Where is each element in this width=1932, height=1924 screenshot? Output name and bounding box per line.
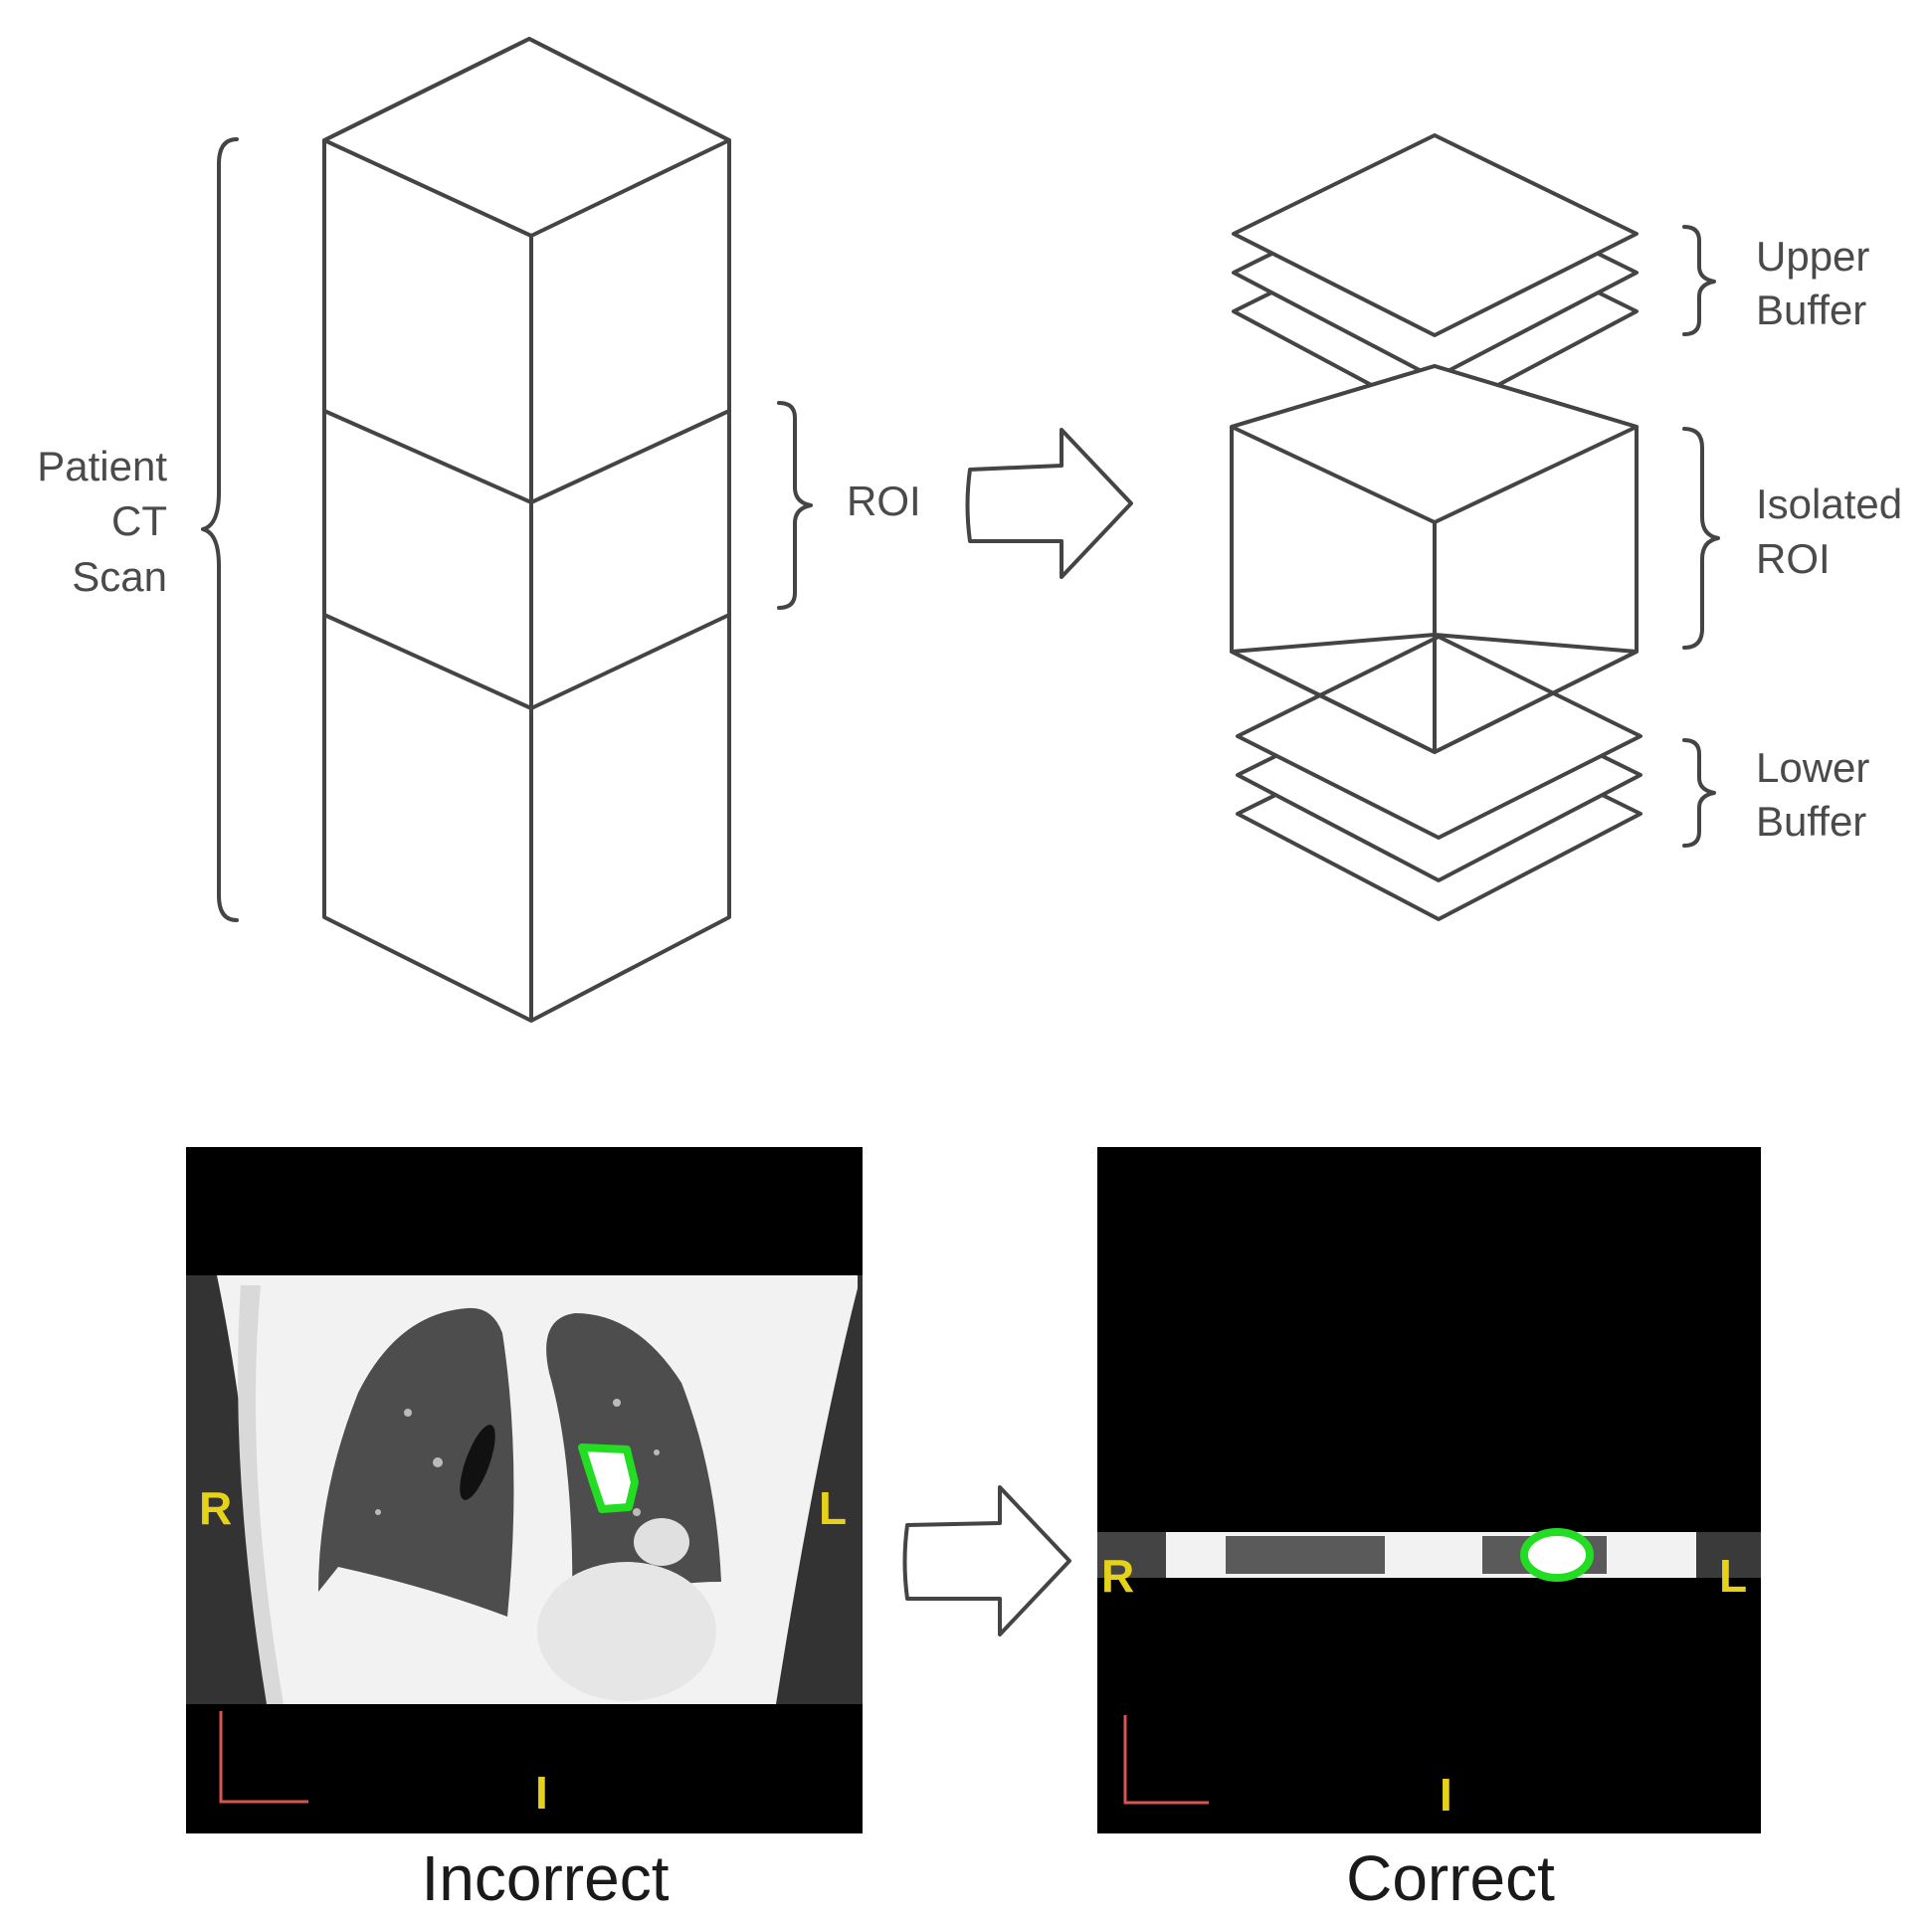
scan-brace [201,137,239,922]
right-arrow-icon [965,428,1133,579]
svg-text:L: L [819,1482,847,1534]
lower-buffer-label: Lower Buffer [1756,744,1869,845]
svg-text:L: L [1719,1550,1747,1602]
upper-buffer-label: Upper Buffer [1756,233,1869,333]
isolated-roi-label: Isolated ROI [1756,481,1902,582]
scan-label: Patient CT Scan [37,443,167,600]
svg-text:Buffer: Buffer [1756,798,1866,845]
svg-text:R: R [1101,1550,1134,1602]
svg-text:CT: CT [111,497,167,544]
right-arrow-icon [902,1485,1071,1636]
roi-brace [777,401,813,610]
svg-text:ROI: ROI [1756,535,1831,582]
svg-text:R: R [199,1482,232,1534]
exploded-roi [1230,133,1642,921]
lower-buffer-brace [1682,738,1716,848]
isolated-roi-brace [1682,427,1720,650]
upper-buffer-brace [1682,225,1716,336]
incorrect-scan-panel: R L I [186,1147,863,1833]
incorrect-caption: Incorrect [422,1842,670,1914]
svg-text:Buffer: Buffer [1756,287,1866,333]
correct-caption: Correct [1346,1842,1555,1914]
ct-scan-stack [322,37,731,1023]
svg-text:I: I [535,1767,548,1819]
svg-text:Patient: Patient [37,443,167,489]
svg-text:Lower: Lower [1756,744,1869,791]
correct-scan-panel: R L I [1097,1147,1761,1833]
roi-label: ROI [847,478,921,524]
svg-text:Isolated: Isolated [1756,481,1902,527]
svg-text:I: I [1440,1769,1452,1821]
svg-text:Scan: Scan [72,553,167,600]
svg-text:Upper: Upper [1756,233,1869,280]
